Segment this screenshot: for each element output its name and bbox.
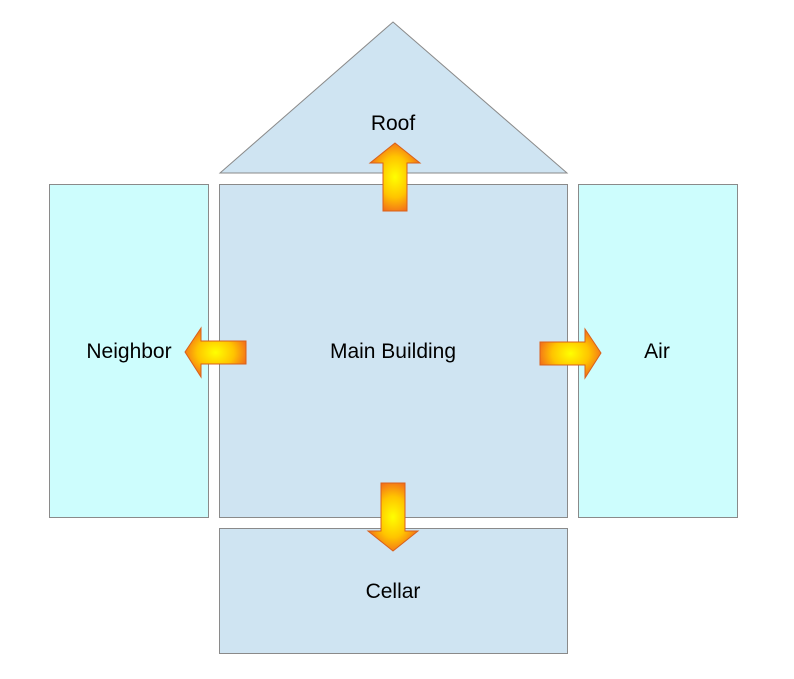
roof-label: Roof <box>371 112 416 135</box>
air-label: Air <box>644 340 670 363</box>
air-box <box>578 184 738 518</box>
neighbor-label: Neighbor <box>86 340 171 363</box>
arrow-up-to-roof <box>368 142 422 212</box>
main-building-label: Main Building <box>330 340 456 363</box>
main-building-box <box>219 184 568 518</box>
arrow-right-to-air <box>539 327 602 380</box>
arrow-down-to-cellar <box>366 482 420 552</box>
neighbor-box <box>49 184 209 518</box>
cellar-label: Cellar <box>366 580 421 603</box>
arrow-left-to-neighbor <box>184 326 247 379</box>
